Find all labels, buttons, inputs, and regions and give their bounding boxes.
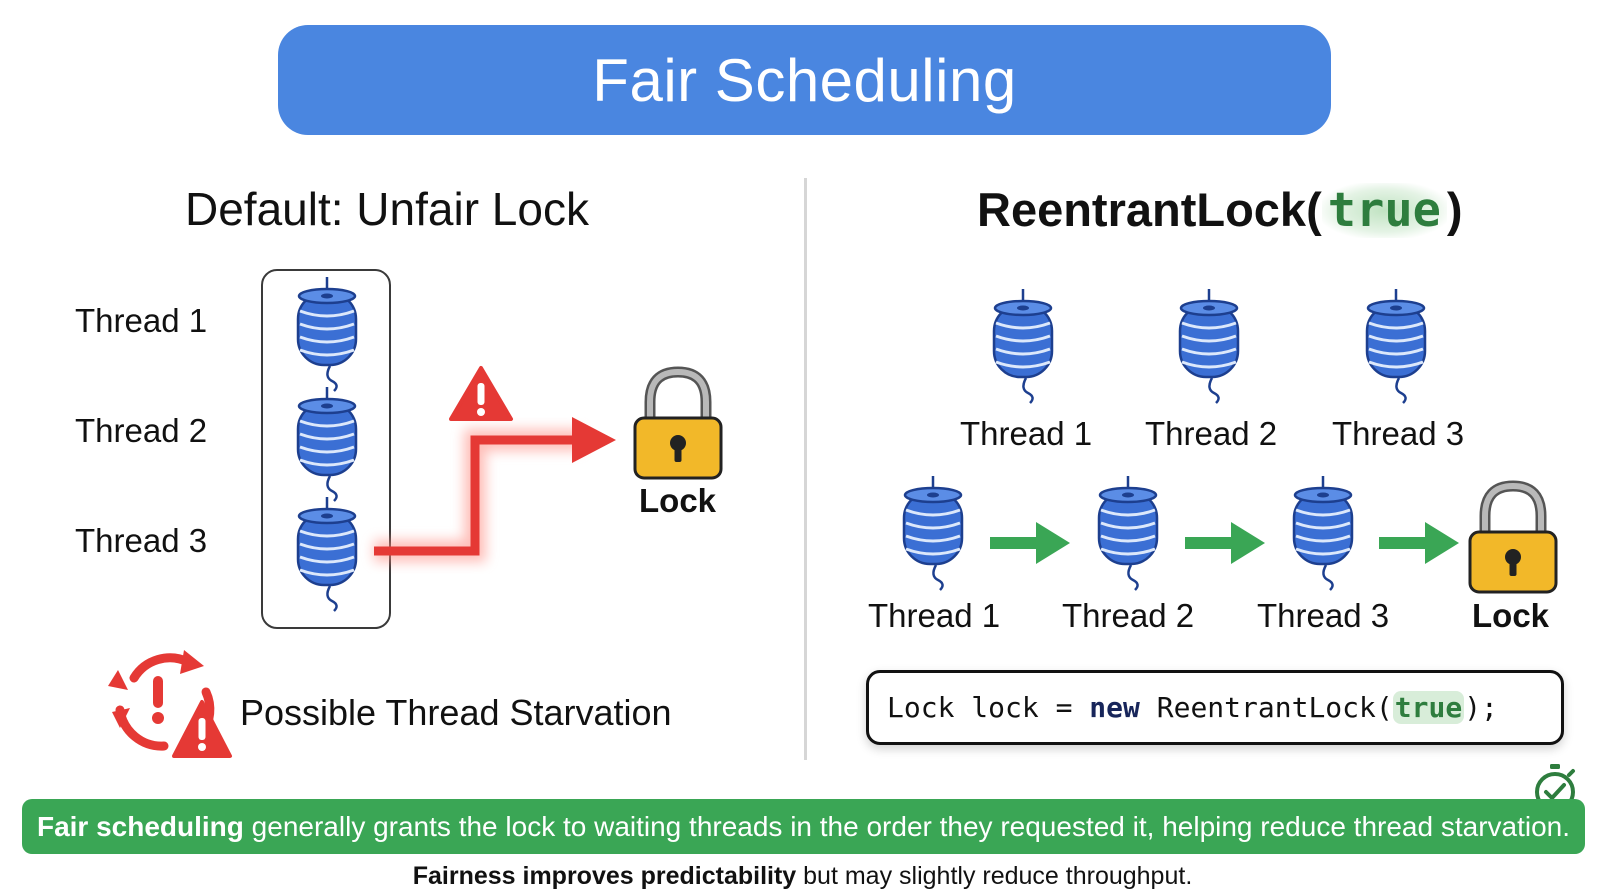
queue-thread-1-label: Thread 1 (868, 597, 1001, 634)
thread-coil-icon (1290, 476, 1356, 592)
right-lock-label: Lock (1472, 597, 1550, 634)
code-part-3: ); (1464, 691, 1498, 724)
right-top-thread-3-label: Thread 3 (1332, 415, 1465, 452)
thread-coil-icon (1095, 476, 1161, 592)
unfair-lock-heading: Default: Unfair Lock (185, 183, 589, 235)
fair-lock-heading-arg: true (1321, 183, 1447, 238)
title-banner: Fair Scheduling (278, 25, 1331, 135)
green-arrow-icon (1183, 518, 1267, 568)
code-part-2: ReentrantLock( (1139, 691, 1393, 724)
thread-coil-icon (1363, 289, 1429, 405)
code-snippet: Lock lock = new ReentrantLock(true); (866, 670, 1564, 745)
barging-red-arrow (374, 417, 616, 562)
fair-lock-heading-suffix: ) (1446, 183, 1463, 236)
thread-coil-icon (294, 387, 360, 503)
padlock-icon (1467, 480, 1559, 594)
green-arrow-icon (1377, 518, 1461, 568)
summary-bold: Fair scheduling (36, 810, 244, 842)
thread-coil-icon (900, 476, 966, 592)
code-part-1: Lock lock = (887, 691, 1090, 724)
unordered-thread-pool (261, 269, 391, 629)
queue-thread-2-label: Thread 2 (1062, 597, 1195, 634)
thread-coil-icon (990, 289, 1056, 405)
right-top-thread-1-label: Thread 1 (960, 415, 1093, 452)
code-keyword-true: true (1392, 691, 1465, 724)
warning-icon (449, 366, 513, 421)
left-thread-3-label: Thread 3 (75, 522, 208, 559)
fair-lock-heading-prefix: ReentrantLock( (977, 183, 1322, 236)
page-title: Fair Scheduling (592, 46, 1017, 114)
starvation-text: Possible Thread Starvation (240, 692, 672, 733)
thread-coil-icon (294, 277, 360, 393)
footnote: Fairness improves predictability but may… (0, 862, 1605, 891)
footnote-bold: Fairness improves predictability (412, 862, 797, 890)
padlock-icon (632, 366, 724, 480)
thread-coil-icon (294, 497, 360, 613)
panel-divider (804, 178, 807, 760)
thread-coil-icon (1176, 289, 1242, 405)
green-arrow-icon (988, 518, 1072, 568)
queue-thread-3-label: Thread 3 (1257, 597, 1390, 634)
left-thread-2-label: Thread 2 (75, 412, 208, 449)
starvation-cycle-icon (108, 650, 232, 758)
footnote-text: but may slightly reduce throughput. (796, 862, 1193, 890)
left-lock-label: Lock (639, 482, 717, 519)
code-keyword-new: new (1089, 691, 1140, 724)
left-thread-1-label: Thread 1 (75, 302, 208, 339)
fair-lock-heading: ReentrantLock(true) (977, 182, 1463, 238)
right-top-thread-2-label: Thread 2 (1145, 415, 1278, 452)
summary-text: generally grants the lock to waiting thr… (243, 810, 1571, 842)
summary-banner: Fair scheduling generally grants the loc… (22, 799, 1585, 854)
